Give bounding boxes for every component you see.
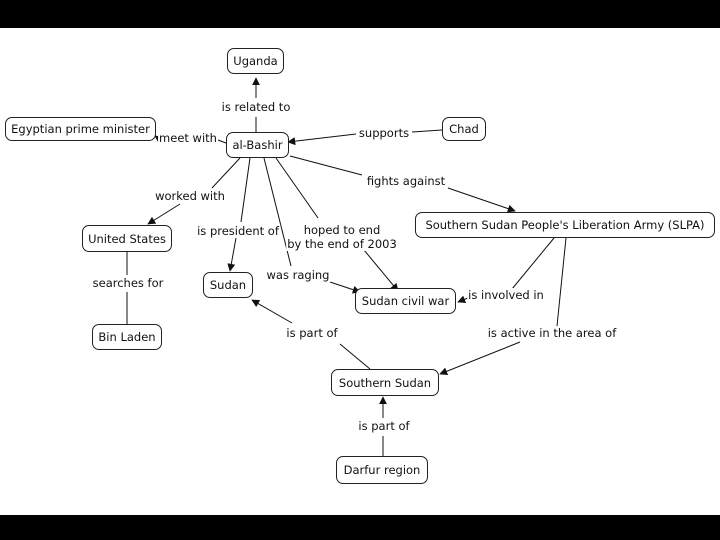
edge-albashir-president [240, 157, 251, 223]
concept-sudan[interactable]: Sudan [203, 272, 253, 298]
link-meet-with: meet with [158, 131, 218, 145]
edge-slpa-involved [511, 237, 555, 290]
edge-worked-us [147, 203, 181, 225]
link-supports: supports [357, 126, 411, 140]
link-hoped-to-end-line1: hoped to end [303, 223, 381, 237]
edge-chad-supports [411, 129, 443, 133]
link-is-part-of-sudan: is part of [285, 326, 339, 340]
concept-united-states[interactable]: United States [82, 225, 172, 252]
edge-raging-civilwar [329, 281, 361, 294]
link-was-raging: was raging [265, 268, 331, 282]
link-is-part-of-southern-sudan: is part of [357, 419, 411, 433]
link-is-related-to: is related to [220, 100, 292, 114]
concept-slpa[interactable]: Southern Sudan People's Liberation Army … [415, 212, 715, 238]
edge-hoped-civilwar [363, 249, 399, 292]
edge-supports-albashir [287, 133, 357, 146]
link-hoped-to-end: hoped to end by the end of 2003 [286, 223, 398, 251]
link-fights-against: fights against [365, 174, 447, 188]
edge-fights-slpa [447, 187, 516, 213]
edge-albashir-worked [211, 157, 241, 189]
edge-slpa-active [556, 237, 567, 327]
edge-albashir-hoped [275, 157, 319, 219]
concept-uganda[interactable]: Uganda [227, 48, 284, 74]
concept-map-canvas: Uganda Egyptian prime minister al-Bashir… [0, 28, 720, 515]
concept-southern-sudan[interactable]: Southern Sudan [331, 369, 439, 396]
link-is-president-of: is president of [196, 224, 280, 238]
link-is-active-in-the-area-of: is active in the area of [486, 326, 618, 340]
edge-active-southernsudan [439, 341, 521, 376]
concept-chad[interactable]: Chad [442, 117, 486, 141]
concept-map-connectors [126, 77, 567, 456]
concept-bin-laden[interactable]: Bin Laden [92, 324, 162, 350]
link-is-involved-in: is involved in [467, 288, 545, 302]
concept-sudan-civil-war[interactable]: Sudan civil war [355, 288, 456, 314]
edge-southern-partof [339, 343, 371, 370]
link-searches-for: searches for [91, 276, 165, 290]
concept-darfur-region[interactable]: Darfur region [336, 456, 428, 484]
edge-partof-sudan [251, 299, 293, 324]
edge-involved-civilwar [457, 295, 469, 304]
edge-albashir-fights [289, 155, 363, 176]
edge-president-sudan [227, 237, 237, 272]
link-worked-with: worked with [154, 189, 226, 203]
concept-egyptian-prime-minister[interactable]: Egyptian prime minister [5, 117, 156, 141]
link-hoped-to-end-line2: by the end of 2003 [287, 237, 397, 251]
edge-albashir-meet [217, 139, 227, 144]
concept-al-bashir[interactable]: al-Bashir [226, 132, 289, 158]
